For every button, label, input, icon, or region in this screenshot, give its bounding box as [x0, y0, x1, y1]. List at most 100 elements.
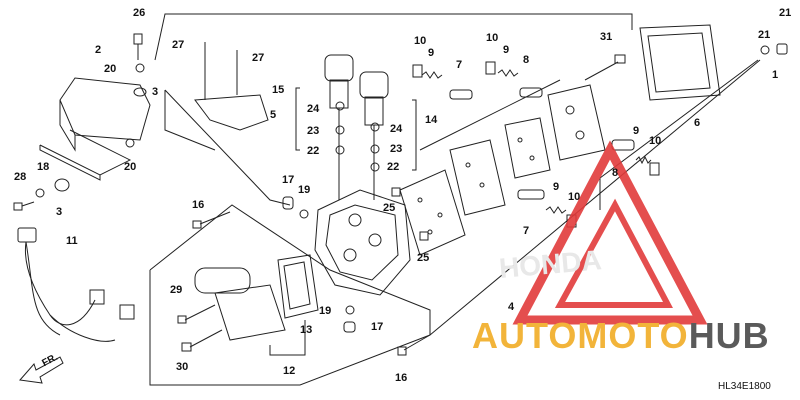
label-30: 30: [176, 361, 189, 373]
grommet-3a: [133, 87, 147, 97]
plate-a: [399, 169, 466, 256]
washer-20b: [125, 138, 135, 148]
label-9a: 9: [428, 47, 435, 59]
label-14: 14: [425, 114, 438, 126]
label-16b: 16: [395, 372, 408, 384]
label-11: 11: [66, 235, 78, 247]
bolt-30: [181, 329, 223, 352]
frame-bottom: [149, 204, 431, 386]
label-21a: 21: [779, 7, 792, 19]
label-9c: 9: [633, 125, 640, 137]
spring-9a: [421, 71, 443, 79]
upper-valve-body: [547, 84, 606, 161]
label-17a: 17: [282, 174, 295, 186]
bracket-5: [194, 42, 269, 131]
label-17b: 17: [371, 321, 384, 333]
label-27b: 27: [252, 52, 265, 64]
bolt-26: [133, 33, 143, 60]
label-25a: 25: [383, 202, 396, 214]
label-27a: 27: [172, 39, 185, 51]
front-arrow: [19, 356, 64, 384]
frame-right: [599, 59, 759, 210]
label-26: 26: [133, 7, 146, 19]
frame-long-diag: [429, 59, 761, 336]
cover-part-2: [39, 77, 151, 181]
label-4: 4: [508, 301, 515, 313]
label-9b: 9: [503, 44, 510, 56]
washer-20a: [135, 63, 145, 73]
plug-1: [776, 43, 788, 55]
label-20b: 20: [124, 161, 137, 173]
bolt-16a: [192, 211, 231, 229]
frame-main: [154, 13, 633, 61]
label-23b: 23: [390, 143, 403, 155]
washer-19b: [345, 305, 355, 315]
bracket-12: [269, 345, 306, 356]
diagram-code: HL34E1800: [718, 381, 771, 392]
oring-23b: [370, 144, 380, 154]
solenoid-15: [324, 54, 354, 200]
label-16a: 16: [192, 199, 205, 211]
plate-c: [504, 117, 551, 179]
label-1: 1: [772, 69, 779, 81]
label-12: 12: [283, 365, 296, 377]
label-23a: 23: [307, 125, 320, 137]
retainer-10b: [485, 61, 496, 75]
washer-19a: [299, 209, 309, 219]
label-10d: 10: [568, 191, 581, 203]
label-2: 2: [95, 44, 102, 56]
label-20a: 20: [104, 63, 117, 75]
spring-9d: [635, 155, 652, 165]
label-6: 6: [694, 117, 701, 129]
label-18: 18: [37, 161, 50, 173]
label-13: 13: [300, 324, 313, 336]
label-19b: 19: [319, 305, 332, 317]
retainer-10d: [649, 162, 660, 176]
spring-9c: [545, 206, 567, 214]
label-10a: 10: [414, 35, 427, 47]
label-10b: 10: [486, 32, 499, 44]
label-3b: 3: [56, 206, 63, 218]
spool-7a: [449, 89, 473, 100]
bolt-31: [584, 54, 626, 81]
plate-b: [449, 139, 506, 216]
label-19a: 19: [298, 184, 311, 196]
label-24a: 24: [307, 103, 320, 115]
label-10c: 10: [649, 135, 662, 147]
plug-17b: [343, 321, 356, 333]
solenoid-12: [194, 267, 286, 341]
dowel-25a: [391, 187, 401, 197]
watermark-brand-part2: MOTO: [577, 315, 689, 356]
solenoid-14: [359, 71, 389, 200]
watermark-brand-part3: HUB: [688, 315, 770, 356]
frame-upper-mid: [164, 90, 216, 151]
oring-23a: [335, 125, 345, 135]
oring-22a: [335, 145, 345, 155]
gasket-part-6: [639, 24, 721, 101]
label-7b: 7: [523, 225, 530, 237]
dowel-25b: [419, 231, 429, 241]
frame-mid-diag: [419, 79, 561, 151]
label-21b: 21: [758, 29, 771, 41]
washer-21a: [760, 45, 770, 55]
label-15: 15: [272, 84, 285, 96]
watermark-honda: HONDA: [498, 244, 603, 284]
spool-7b: [517, 189, 545, 200]
spring-9b: [497, 69, 519, 77]
spool-8a: [519, 87, 543, 98]
label-5: 5: [270, 109, 277, 121]
watermark-brand-part1: AUTO: [472, 315, 578, 356]
plug-17a: [282, 196, 294, 210]
oring-24b: [370, 122, 380, 132]
watermark-logo: [512, 140, 708, 325]
frame-left: [164, 89, 291, 206]
label-3a: 3: [152, 86, 159, 98]
label-28: 28: [14, 171, 27, 183]
gasket-13: [277, 254, 319, 319]
harness-part-11: [17, 227, 135, 342]
bracket-bracketlines: [295, 87, 417, 171]
label-22b: 22: [387, 161, 400, 173]
oring-24a: [335, 101, 345, 111]
label-8b: 8: [612, 167, 619, 179]
bolt-29: [177, 304, 216, 324]
